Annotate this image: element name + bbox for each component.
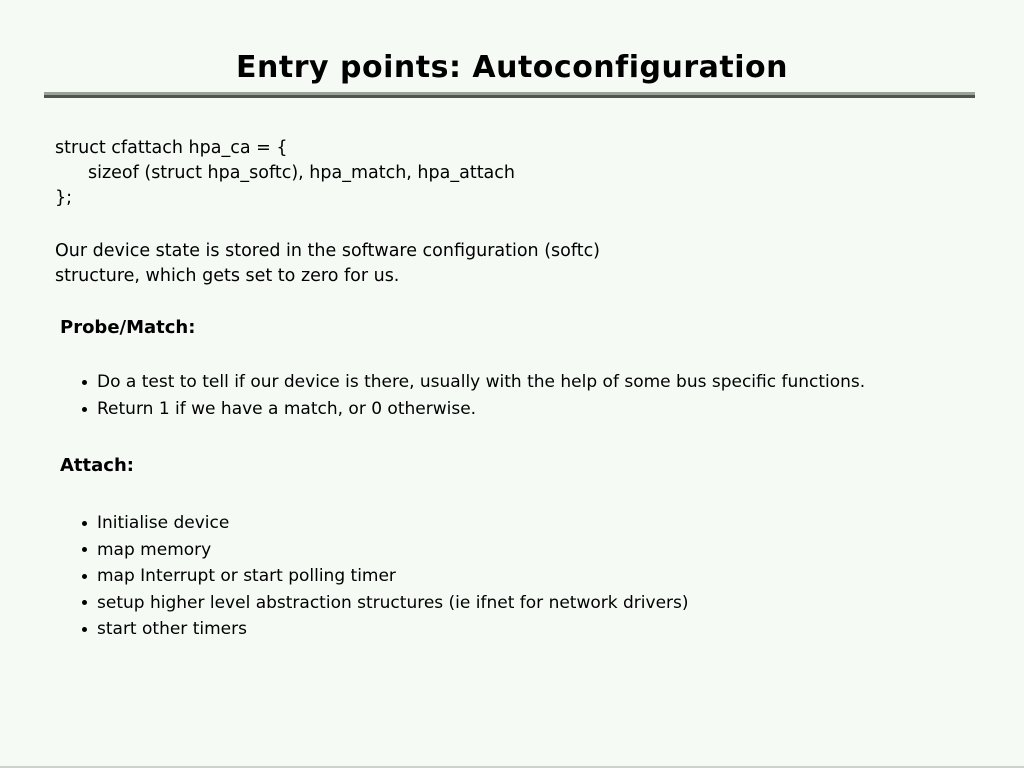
code-line: }; — [55, 188, 73, 208]
paragraph-line: Our device state is stored in the softwa… — [55, 241, 601, 261]
title-rule — [44, 92, 975, 98]
list-item-text: map memory — [97, 539, 212, 560]
list-item-text: setup higher level abstraction structure… — [97, 592, 689, 613]
page-title: Entry points: Autoconfiguration — [236, 50, 788, 85]
attach-bullet-list: Initialise device map memory map Interru… — [82, 510, 689, 643]
list-item-text: start other timers — [97, 619, 247, 639]
list-item-text: Initialise device — [97, 513, 230, 533]
list-item: Return 1 if we have a match, or 0 otherw… — [82, 396, 865, 423]
section-heading-attach: Attach: — [60, 455, 134, 476]
list-item-text: Do a test to tell if our device is there… — [97, 372, 866, 392]
list-item: map Interrupt or start polling timer — [82, 563, 689, 590]
code-line: sizeof (struct hpa_softc), hpa_match, hp… — [88, 163, 515, 183]
paragraph-line: structure, which gets set to zero for us… — [55, 266, 400, 286]
list-item: setup higher level abstraction structure… — [82, 590, 689, 617]
bullet-icon — [82, 520, 87, 526]
list-item: map memory — [82, 537, 689, 564]
bullet-icon — [82, 626, 87, 632]
code-block: struct cfattach hpa_ca = { sizeof (struc… — [55, 136, 515, 211]
bullet-icon — [82, 380, 87, 385]
code-line: struct cfattach hpa_ca = { — [55, 138, 288, 158]
intro-paragraph: Our device state is stored in the softwa… — [55, 239, 600, 289]
list-item: Do a test to tell if our device is there… — [82, 369, 865, 396]
bullet-icon — [82, 573, 87, 579]
probe-match-bullet-list: Do a test to tell if our device is there… — [82, 369, 865, 423]
bullet-icon — [82, 407, 87, 412]
list-item-text: map Interrupt or start polling timer — [97, 566, 396, 586]
bullet-icon — [82, 547, 87, 553]
section-heading-probe-match: Probe/Match: — [60, 317, 196, 338]
list-item-text: Return 1 if we have a match, or 0 otherw… — [97, 399, 477, 419]
bullet-icon — [82, 600, 87, 606]
list-item: start other timers — [82, 616, 689, 643]
list-item: Initialise device — [82, 510, 689, 537]
